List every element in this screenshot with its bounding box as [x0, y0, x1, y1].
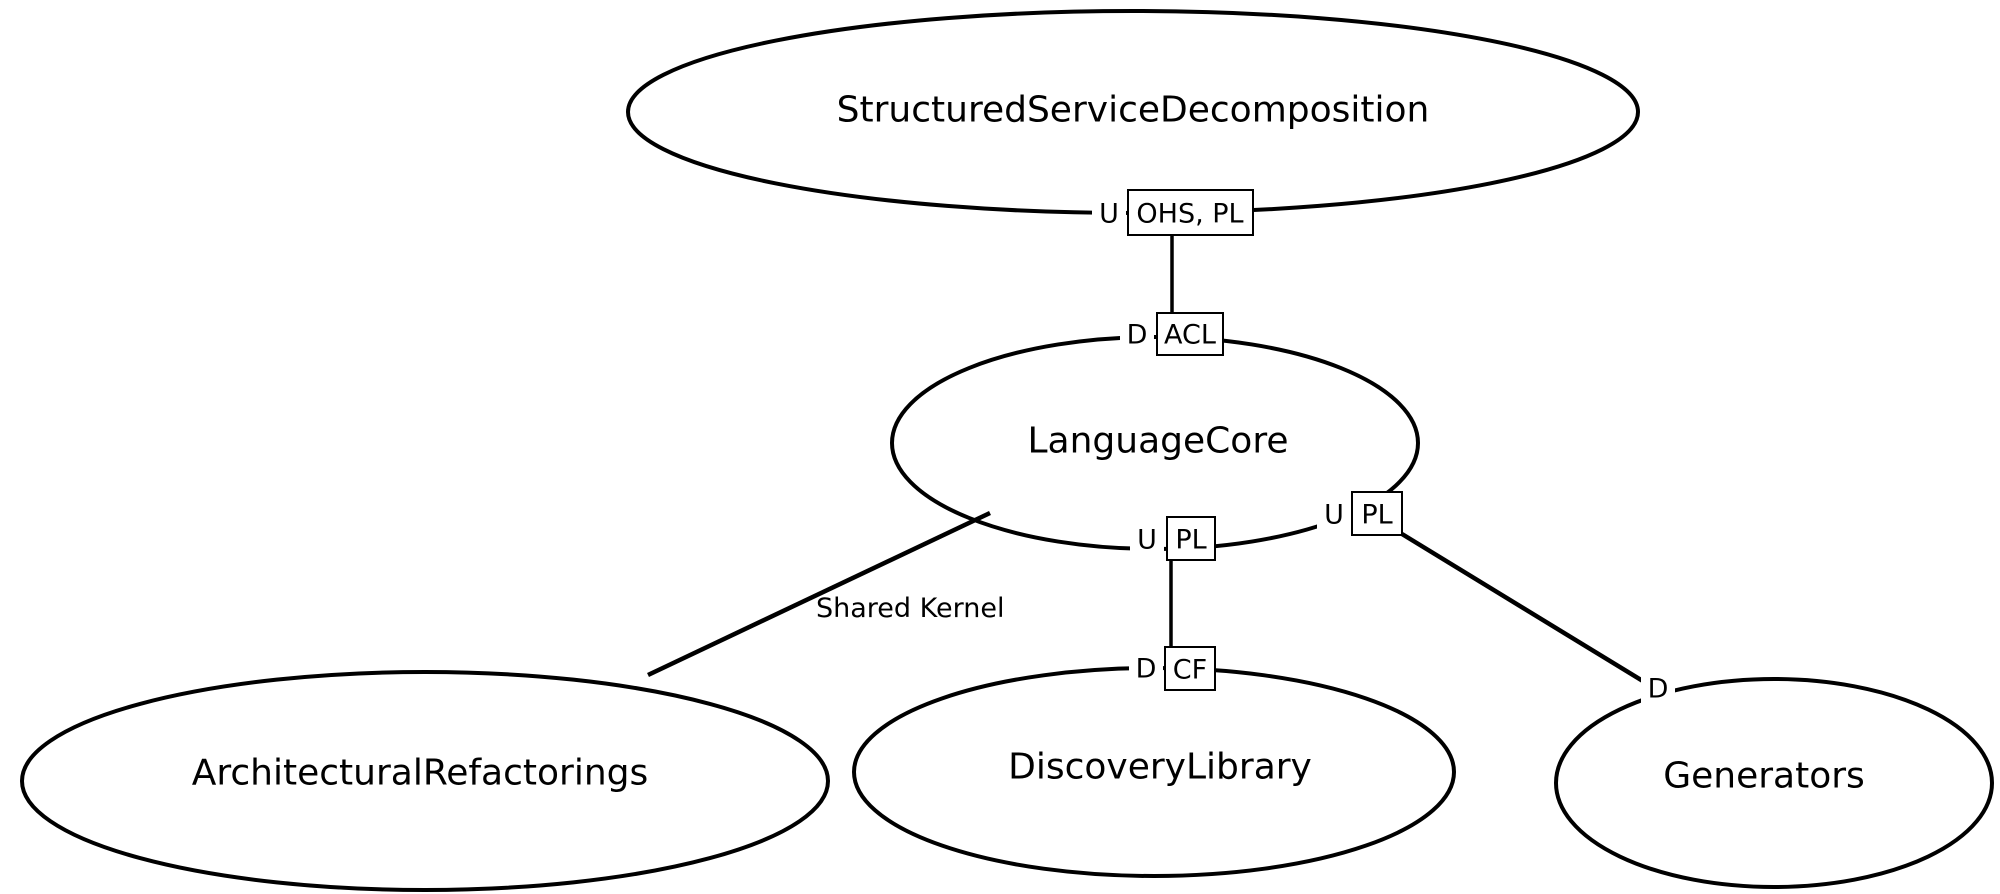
- pattern-box-acl: [1156, 312, 1224, 356]
- pattern-box-pl-right: [1351, 491, 1403, 536]
- role-letter-upstream-ssd: U: [1099, 198, 1119, 229]
- pattern-box-label-cf: CF: [1173, 654, 1207, 685]
- role-letter-mask: [1120, 317, 1154, 349]
- role-letter-upstream-languagecore-center: U: [1137, 524, 1157, 555]
- pattern-box-label-pl-center: PL: [1175, 524, 1206, 555]
- role-letter-mask: [1129, 651, 1163, 683]
- role-letter-upstream-languagecore-right: U: [1324, 499, 1344, 530]
- edge-languagecore-generators: [1400, 532, 1666, 696]
- role-letter-downstream-discoverylibrary: D: [1136, 653, 1157, 684]
- node-label-languagecore: LanguageCore: [1028, 421, 1289, 462]
- node-ellipse-architecturalrefactorings: [20, 670, 830, 892]
- pattern-box-cf: [1164, 646, 1216, 691]
- node-ellipse-generators: [1554, 677, 1994, 889]
- node-label-discoverylibrary: DiscoveryLibrary: [1008, 747, 1312, 788]
- role-letter-mask: [1092, 196, 1126, 228]
- edge-label-shared-kernel: Shared Kernel: [816, 593, 1004, 624]
- node-label-architecturalrefactorings: ArchitecturalRefactorings: [192, 753, 649, 794]
- role-letter-mask: [1130, 522, 1164, 554]
- role-letter-downstream-languagecore: D: [1127, 319, 1148, 350]
- edge-languagecore-architecturalrefactorings: [647, 510, 991, 678]
- pattern-box-label-pl-right: PL: [1361, 499, 1392, 530]
- node-label-structuredservicedecomposition: StructuredServiceDecomposition: [837, 90, 1430, 131]
- role-letter-mask: [1641, 672, 1675, 704]
- pattern-box-label-ohs-pl: OHS, PL: [1136, 198, 1243, 229]
- role-letter-downstream-generators: D: [1648, 673, 1669, 704]
- pattern-box-ohs-pl: [1127, 189, 1254, 236]
- pattern-box-label-acl: ACL: [1164, 319, 1216, 350]
- node-label-generators: Generators: [1663, 756, 1865, 797]
- role-letter-mask: [1317, 497, 1351, 529]
- pattern-box-pl-center: [1166, 516, 1216, 561]
